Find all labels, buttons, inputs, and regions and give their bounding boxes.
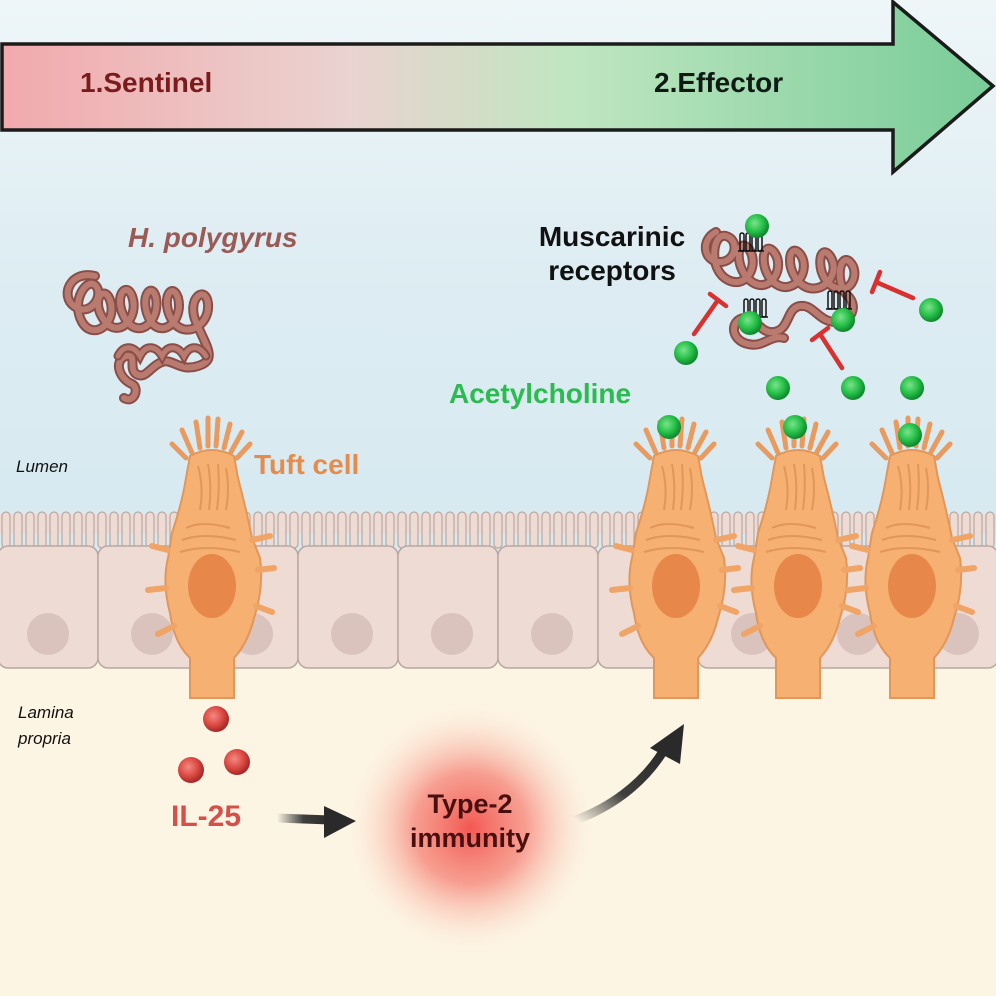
molecule-icon xyxy=(900,376,924,400)
inhibition-icon xyxy=(691,269,916,371)
molecule-icon xyxy=(657,415,681,439)
molecule-icon xyxy=(674,341,698,365)
acetylcholine-label: Acetylcholine xyxy=(449,378,632,409)
molecule-icon xyxy=(766,376,790,400)
immunity-label: Type-2 immunity xyxy=(370,787,570,855)
molecule-icon xyxy=(841,376,865,400)
stage-1-label: 1.Sentinel xyxy=(80,67,213,98)
tuft-cell-label: Tuft cell xyxy=(254,449,360,480)
molecule-icon xyxy=(898,423,922,447)
molecule-icon xyxy=(831,308,855,332)
straight-arrow xyxy=(272,813,335,825)
molecule-icon xyxy=(203,706,229,732)
molecule-icon xyxy=(224,749,250,775)
immunity-label-line1: Type-2 xyxy=(427,789,513,819)
receptors-label-line1: Muscarinic xyxy=(538,221,686,252)
lamina-label-line1: Lamina xyxy=(18,703,74,722)
arrowhead xyxy=(650,724,684,764)
il25-molecules xyxy=(178,706,250,783)
molecule-icon xyxy=(919,298,943,322)
il25-label: IL-25 xyxy=(171,800,242,833)
lamina-propria-label: Lamina propria xyxy=(18,700,74,752)
lamina-label-line2: propria xyxy=(18,729,71,748)
stage-2-label: 2.Effector xyxy=(654,67,784,98)
acetylcholine-molecules xyxy=(657,214,943,447)
molecule-icon xyxy=(738,311,762,335)
pathogen-label: H. polygyrus xyxy=(128,222,298,253)
molecule-icon xyxy=(783,415,807,439)
lumen-label: Lumen xyxy=(16,457,68,476)
arrowhead xyxy=(324,806,356,838)
worm-icon xyxy=(62,270,214,405)
immunity-label-line2: immunity xyxy=(409,823,530,853)
glow-icon xyxy=(345,703,595,953)
stage-arrow xyxy=(0,0,996,176)
worm-icon xyxy=(701,227,860,350)
curved-arrow-icon xyxy=(571,745,669,825)
receptors-label-line2: receptors xyxy=(548,255,676,286)
molecule-icon xyxy=(178,757,204,783)
molecule-icon xyxy=(745,214,769,238)
receptors-label: Muscarinic receptors xyxy=(512,220,712,288)
